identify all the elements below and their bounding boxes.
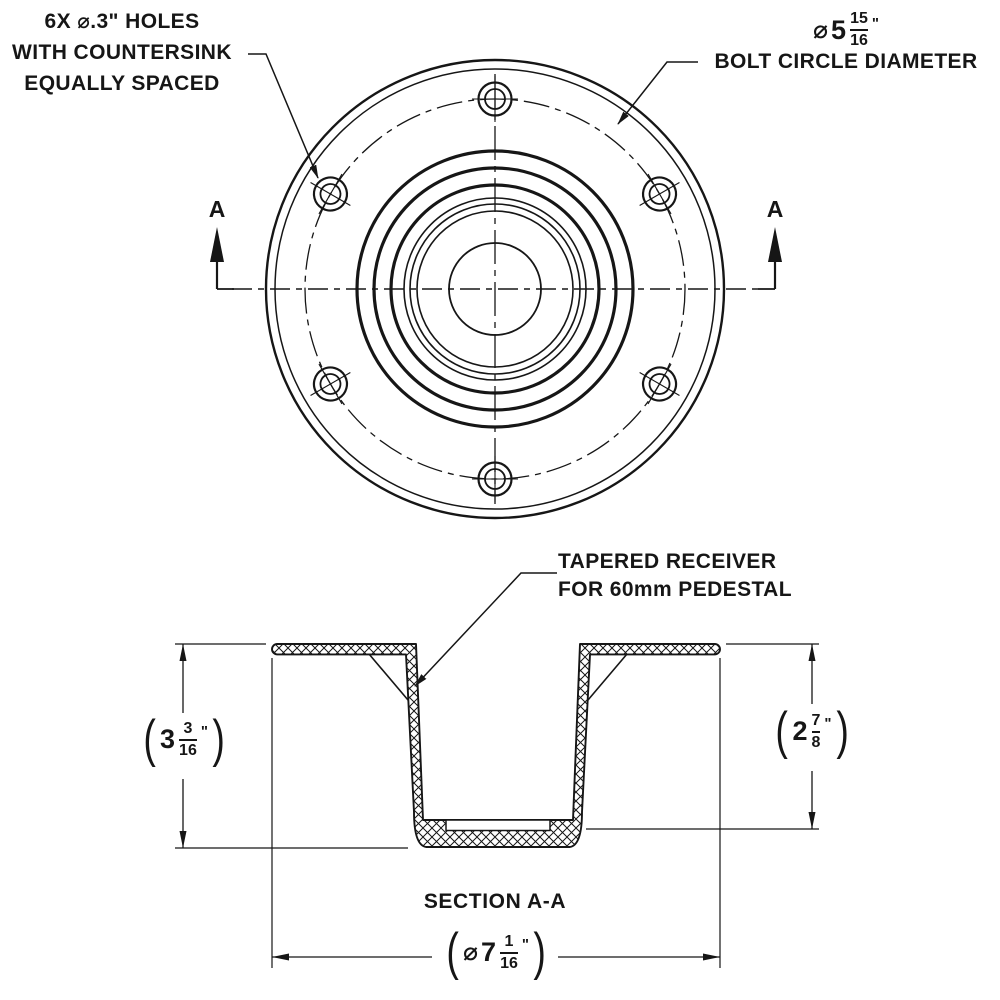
section-arrow-left (210, 227, 224, 262)
dim-width-text: ( ⌀7 1 16 " ) (446, 923, 546, 981)
bolt-hole (639, 173, 680, 215)
dim-depth-right (586, 643, 819, 830)
holes-note: 6X ⌀.3" HOLES WITH COUNTERSINK EQUALLY S… (6, 6, 238, 99)
fraction: 7 8 (811, 711, 821, 751)
diameter-symbol: ⌀ (812, 15, 829, 44)
bolt-circle-note: ⌀5 15 16 " BOLT CIRCLE DIAMETER (698, 11, 994, 74)
inch-mark: " (871, 15, 879, 32)
holes-note-line1: 6X ⌀.3" HOLES (44, 10, 200, 33)
section-arrow-right (768, 227, 782, 262)
metal-cross-section (271, 643, 721, 848)
bolt-circle-dimension: ⌀5 15 16 " (812, 10, 879, 50)
holes-note-leader (248, 53, 319, 179)
bolt-hole (310, 363, 351, 405)
gusset-right (587, 653, 628, 701)
receiver-note-leader (414, 572, 557, 687)
top-view (210, 53, 782, 520)
inch-mark: " (824, 715, 832, 732)
dim-height-text: ( 3 3 16 " ) (143, 710, 225, 768)
gusset-left (368, 653, 409, 701)
bolt-hole (639, 363, 680, 405)
bolt-circle-label: BOLT CIRCLE DIAMETER (714, 50, 978, 74)
receiver-note-line1: TAPERED RECEIVER (558, 550, 777, 573)
diameter-symbol: ⌀ (462, 938, 479, 967)
dim-height-left (175, 643, 408, 849)
inch-mark: " (521, 936, 529, 953)
fraction: 3 16 (179, 719, 197, 759)
holes-note-line2: WITH COUNTERSINK (12, 41, 232, 64)
receiver-note-line2: FOR 60mm PEDESTAL (558, 578, 792, 601)
fraction: 15 16 (850, 10, 868, 50)
bolt-hole (472, 456, 518, 502)
fraction-bar (850, 29, 868, 32)
fraction-bar (811, 730, 821, 733)
cutting-plane-line (210, 227, 782, 290)
bolt-hole (472, 76, 518, 122)
bottom-recess (445, 819, 551, 832)
receiver-note: TAPERED RECEIVER FOR 60mm PEDESTAL (558, 548, 828, 604)
fraction: 1 16 (500, 932, 518, 972)
dim-width-bottom (271, 658, 721, 968)
section-label-right: A (766, 196, 784, 222)
section-view (175, 572, 819, 968)
section-caption: SECTION A-A (423, 890, 567, 913)
bolt-circle-leader (617, 61, 698, 125)
inch-mark: " (200, 723, 208, 740)
holes-note-line3: EQUALLY SPACED (24, 72, 220, 95)
fraction-bar (500, 951, 518, 954)
section-label-left: A (208, 196, 226, 222)
bolt-hole (310, 173, 351, 215)
flange-outer-circle (264, 58, 726, 520)
bolt-holes (310, 76, 680, 502)
dim-depth-text: ( 2 7 8 " ) (775, 702, 849, 760)
fraction-bar (179, 738, 197, 741)
